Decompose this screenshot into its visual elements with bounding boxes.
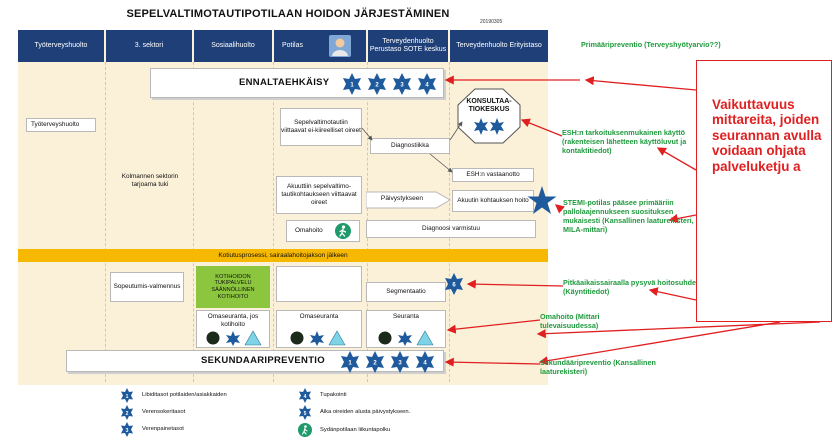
- legend-item-3: Verenpainetasot: [142, 426, 184, 432]
- badge-3-icon: 3: [393, 73, 411, 95]
- konsultaatiokeskus-label: KONSULTAA-TIOKESKUS: [466, 98, 512, 114]
- paivystykseen-arrow: [366, 191, 452, 209]
- sopeutumisvalmennus-box: Sopeutumis-valmennus: [110, 272, 184, 302]
- shape-trio-1: [206, 330, 262, 346]
- ei-kiireelliset-oireet-box: Sepelvaltimotautiin viittaavat ei-kiiree…: [280, 108, 362, 146]
- svg-text:3: 3: [400, 83, 404, 89]
- walking-person-icon: [334, 223, 351, 239]
- note-omahoito: Omahoito (Mittari tulevaisuudessa): [540, 312, 600, 330]
- tyoterveyshuolto-box: Työterveyshuolto: [26, 118, 96, 132]
- note-stemi: STEMI-potilas pääsee primääriin pallolaa…: [563, 198, 694, 234]
- legend-badge-3-icon: 3: [121, 422, 133, 437]
- note-primaaripreventio: Primääripreventio (Terveyshyötyarvio??): [581, 40, 721, 49]
- omaseuranta-label: Omaseuranta: [299, 313, 339, 320]
- badge-3-icon: 3: [391, 351, 409, 373]
- shape-trio-3: [378, 330, 434, 346]
- column-header-perustaso: Terveydenhuolto Perustaso SOTE keskus: [368, 30, 448, 62]
- svg-text:1: 1: [348, 361, 352, 367]
- column-header-sosiaalihuolto: Sosiaalihuolto: [194, 30, 272, 62]
- svg-text:6: 6: [452, 283, 456, 289]
- kotiutus-bar: Kotiutusprosessi, sairaalahoitojakson jä…: [18, 249, 548, 262]
- svg-text:4: 4: [304, 394, 307, 400]
- potilas-empty-box: [276, 266, 362, 302]
- vaikuttavuus-panel: [696, 60, 832, 322]
- column-header-potilas-label: Potilas: [282, 41, 304, 49]
- sekundaari-badges: 1 2 3 4: [341, 351, 434, 373]
- kolmannen-sektorin-tuki: Kolmannen sektorin tarjoama tuki: [121, 173, 179, 188]
- column-header-erityistaso: Terveydenhuolto Erityistaso: [450, 30, 548, 62]
- column-divider: [273, 62, 274, 382]
- diagram-date: 20190305: [480, 19, 503, 25]
- paivystykseen-label: Päivystykseen: [380, 195, 424, 202]
- ennaltaehkaisy-box: ENNALTAEHKÄISY: [150, 68, 444, 98]
- akuutin-hoito-box: Akuutin kohtauksen hoito: [452, 190, 534, 212]
- segmentaatio-badge: 6: [445, 273, 463, 295]
- omaseuranta-kotihoito-label: Omaseuranta, jos kotihoito: [207, 313, 259, 328]
- esh-vastaanotto-box: ESH:n vastaanotto: [452, 168, 534, 182]
- diagnostiikka-box: Diagnostiikka: [370, 138, 450, 154]
- legend-item-4: Tupakointi: [320, 392, 347, 398]
- column-divider: [105, 62, 106, 382]
- shape-trio-2: [290, 330, 346, 346]
- legend-badges-left: 1 2 3: [121, 388, 133, 437]
- kotihoidon-line-4: KOTIHOITO: [217, 293, 249, 300]
- column-header-tyoterveyshuolto: Työterveyshuolto: [18, 30, 104, 62]
- akuutti-oireet-box: Akuuttiin sepelvaltimo-tautikohtaukseen …: [276, 176, 362, 214]
- badge-4-icon: 4: [416, 351, 434, 373]
- legend-walking-icon: [298, 423, 312, 437]
- svg-text:2: 2: [375, 83, 379, 89]
- svg-text:4: 4: [425, 83, 429, 89]
- ennaltaehkaisy-badges: 1 2 3 4: [343, 73, 436, 95]
- svg-text:2: 2: [126, 411, 129, 417]
- legend-item-2: Verensokeritasot: [142, 409, 186, 415]
- seuranta-label: Seuranta: [393, 313, 419, 320]
- svg-text:4: 4: [423, 361, 427, 367]
- omahoito-label: Omahoito: [295, 227, 323, 235]
- kotihoidon-line-3: SÄÄNNÖLLINEN: [211, 287, 255, 293]
- note-pitkaaikais: Pitkäaikaissairaalla pysyvä hoitosuhde (…: [563, 278, 697, 296]
- svg-text:3: 3: [126, 428, 129, 434]
- badge-2-icon: 2: [368, 73, 386, 95]
- diagram-title: SEPELVALTIMOTAUTIPOTILAAN HOIDON JÄRJEST…: [126, 8, 450, 20]
- badge-4-icon: 4: [418, 73, 436, 95]
- stemi-star-icon: [527, 186, 557, 214]
- column-header-potilas: Potilas: [274, 30, 366, 62]
- kotihoidon-tukipalvelu-box: KOTIHOIDON TUKIPALVELU SÄÄNNÖLLINEN KOTI…: [196, 266, 270, 308]
- konsultaatiokeskus-octagon: [457, 88, 521, 144]
- svg-text:1: 1: [350, 83, 354, 89]
- column-header-3-sektori: 3. sektori: [106, 30, 192, 62]
- diagnoosi-box: Diagnoosi varmistuu: [366, 220, 536, 238]
- legend-item-1: Libiditasot potilaiden/asiakkaiden: [142, 392, 227, 398]
- svg-text:2: 2: [373, 361, 377, 367]
- badge-1-icon: 1: [343, 73, 361, 95]
- legend-badge-1-icon: 1: [121, 388, 133, 403]
- svg-text:3: 3: [398, 361, 402, 367]
- legend-item-6: Sydänpotilaan liikuntapolku: [320, 427, 391, 433]
- kotihoidon-line-1: KOTIHOIDON: [215, 273, 251, 280]
- legend-item-5: Aika oireiden alusta päivystykseen.: [320, 409, 411, 415]
- legend-badge-4-icon: 4: [299, 388, 311, 403]
- badge-1-icon: 1: [341, 351, 359, 373]
- badge-6-icon: 6: [445, 273, 463, 295]
- svg-text:1: 1: [126, 394, 129, 400]
- vaikuttavuus-text: Vaikuttavuus mittareita, joiden seuranna…: [712, 97, 822, 174]
- ennaltaehkaisy-label: ENNALTAEHKÄISY: [239, 77, 330, 89]
- sekundaaripreventio-label: SEKUNDAARIPREVENTIO: [201, 355, 325, 367]
- legend-badge-2-icon: 2: [121, 405, 133, 420]
- badge-2-icon: 2: [366, 351, 384, 373]
- note-sekundaaripreventio: Sekundääripreventio (Kansallinen laature…: [540, 358, 656, 376]
- svg-text:5: 5: [304, 411, 307, 417]
- column-divider: [193, 62, 194, 382]
- kotihoidon-line-2: TUKIPALVELU: [214, 280, 252, 287]
- omahoito-box: Omahoito: [286, 220, 360, 242]
- legend-badges-right: 4 5: [298, 388, 312, 437]
- legend-badge-5-icon: 5: [299, 405, 311, 420]
- segmentaatio-box: Segmentaatio: [366, 282, 446, 302]
- patient-avatar-icon: [329, 35, 352, 57]
- note-esh-kaytto: ESH:n tarkoituksenmukainen käyttö (raken…: [562, 128, 687, 155]
